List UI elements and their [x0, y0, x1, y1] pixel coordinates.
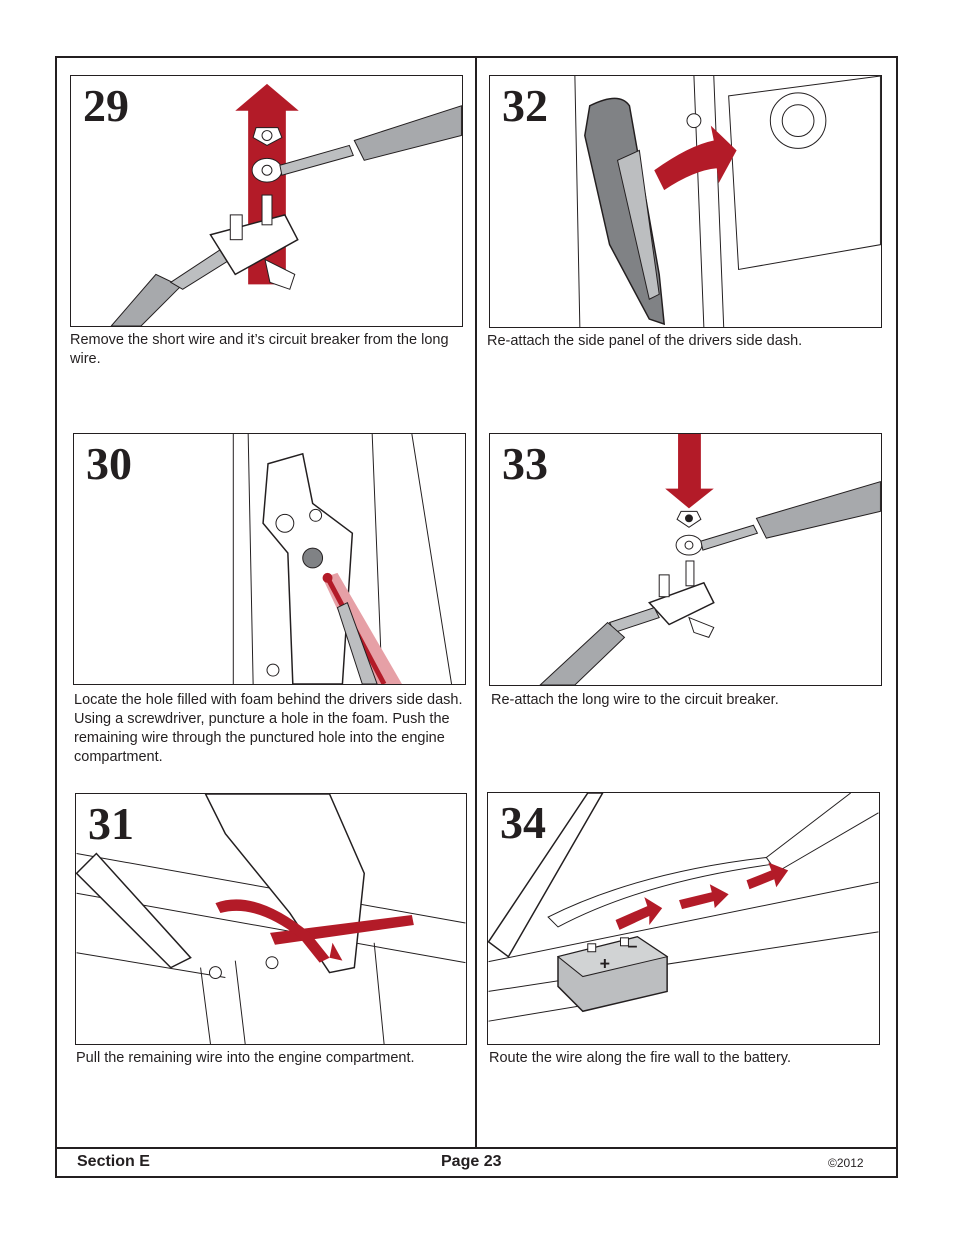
step-30-illustration: 30	[73, 433, 466, 685]
step-34-caption: Route the wire along the fire wall to th…	[489, 1050, 791, 1066]
step-33-illustration: 33	[489, 433, 882, 686]
step-29-caption: Remove the short wire and it’s circuit b…	[70, 332, 449, 367]
battery-minus-label: –	[627, 936, 637, 956]
battery-routing-drawing: + –	[488, 793, 879, 1022]
pull-wire-engine-drawing	[76, 794, 466, 1044]
step-number: 30	[86, 438, 132, 489]
down-arrow-icon	[665, 434, 714, 509]
step-31-caption: Pull the remaining wire into the engine …	[76, 1050, 415, 1066]
step-30-caption: Locate the hole filled with foam behind …	[74, 692, 463, 765]
step-32-illustration: 32	[489, 75, 882, 328]
circuit-breaker-reattach-drawing	[539, 434, 881, 685]
step-number: 32	[502, 80, 548, 131]
step-33-caption: Re-attach the long wire to the circuit b…	[491, 692, 779, 708]
section-label: Section E	[77, 1153, 150, 1170]
step-number: 31	[88, 798, 134, 849]
circuit-breaker-removal-drawing	[110, 83, 462, 326]
footer-divider	[57, 1147, 896, 1149]
step-number: 33	[502, 438, 548, 489]
page-frame	[55, 56, 898, 1178]
step-34-illustration: 34 + –	[487, 792, 880, 1045]
battery-plus-label: +	[600, 954, 610, 974]
page-number: Page 23	[441, 1153, 502, 1170]
step-number: 29	[83, 80, 129, 131]
step-29-illustration: 29	[70, 75, 463, 327]
step-number: 34	[500, 797, 546, 848]
column-divider	[475, 58, 477, 1149]
firewall-hole-drawing	[232, 434, 453, 684]
step-32-caption: Re-attach the side panel of the drivers …	[487, 333, 803, 349]
step-31-illustration: 31	[75, 793, 467, 1045]
side-panel-reattach-drawing	[574, 76, 881, 327]
copyright: ©2012	[828, 1156, 864, 1170]
